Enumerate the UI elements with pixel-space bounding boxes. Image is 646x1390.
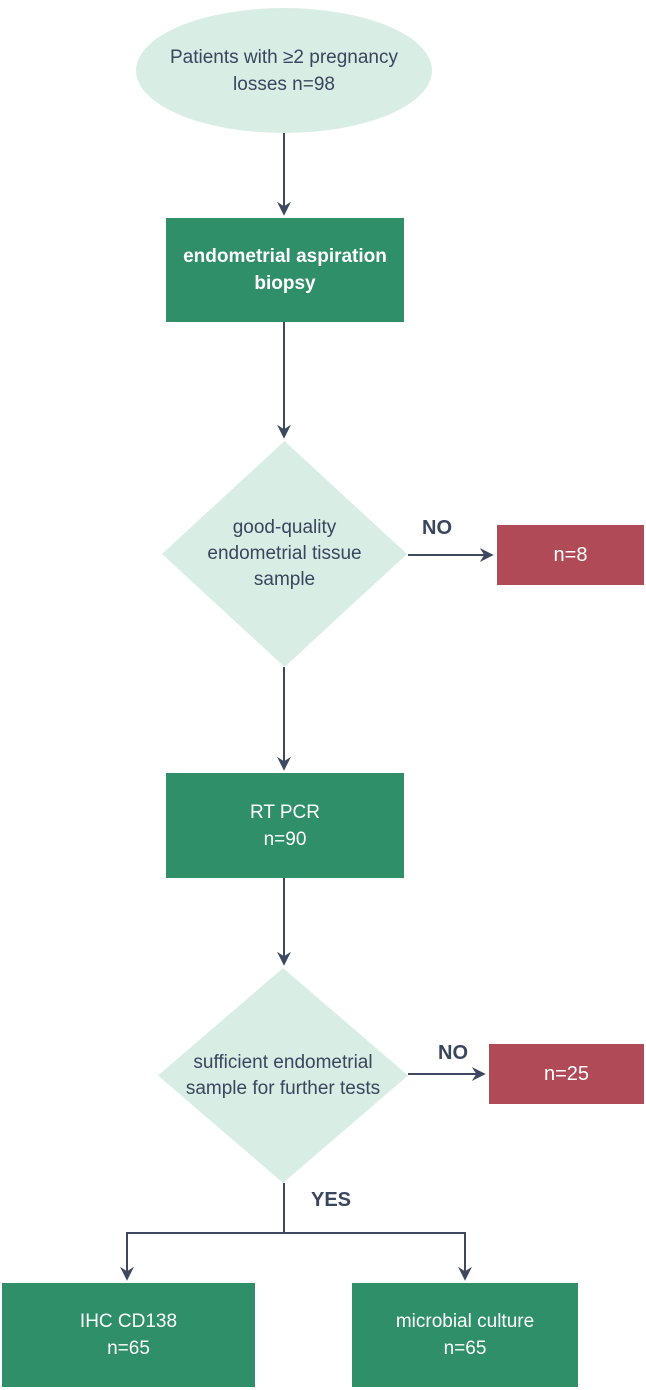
culture-node-count: n=65 — [443, 1338, 487, 1359]
decision1-no-edge-label: NO — [422, 517, 452, 539]
decision2-no-edge-label: NO — [438, 1042, 468, 1064]
rtpcr-node-label: RT PCR — [249, 801, 321, 823]
culture-node-label: microbial culture — [395, 1311, 535, 1332]
biopsy-process-node: endometrial aspiration biopsy — [166, 218, 404, 322]
ihc-node-count: n=65 — [107, 1338, 150, 1359]
start-node: Patients with ≥2 pregnancy losses n=98 — [136, 8, 432, 133]
excluded1-count: n=8 — [553, 543, 588, 566]
decision1-diamond: good-quality endometrial tissue sample — [162, 441, 407, 667]
rtpcr-node-count: n=90 — [263, 828, 307, 850]
decision2-yes-edge-label: YES — [310, 1189, 352, 1211]
rtpcr-process-node: RT PCR n=90 — [166, 773, 404, 878]
decision2-label: sufficient endometrial sample for furthe… — [185, 1051, 381, 1099]
excluded2-count: n=25 — [543, 1062, 590, 1085]
ihc-node-label: IHC CD138 — [79, 1311, 178, 1332]
culture-process-node: microbial culture n=65 — [352, 1283, 578, 1387]
decision1-label: good-quality endometrial tissue sample — [207, 517, 362, 590]
decision2-diamond: sufficient endometrial sample for furthe… — [158, 968, 408, 1183]
excluded1-node: n=8 — [497, 525, 644, 585]
excluded2-node: n=25 — [489, 1044, 644, 1104]
ihc-process-node: IHC CD138 n=65 — [2, 1283, 255, 1387]
start-node-label: Patients with ≥2 pregnancy losses n=98 — [170, 46, 398, 95]
biopsy-node-label: endometrial aspiration biopsy — [183, 246, 387, 294]
